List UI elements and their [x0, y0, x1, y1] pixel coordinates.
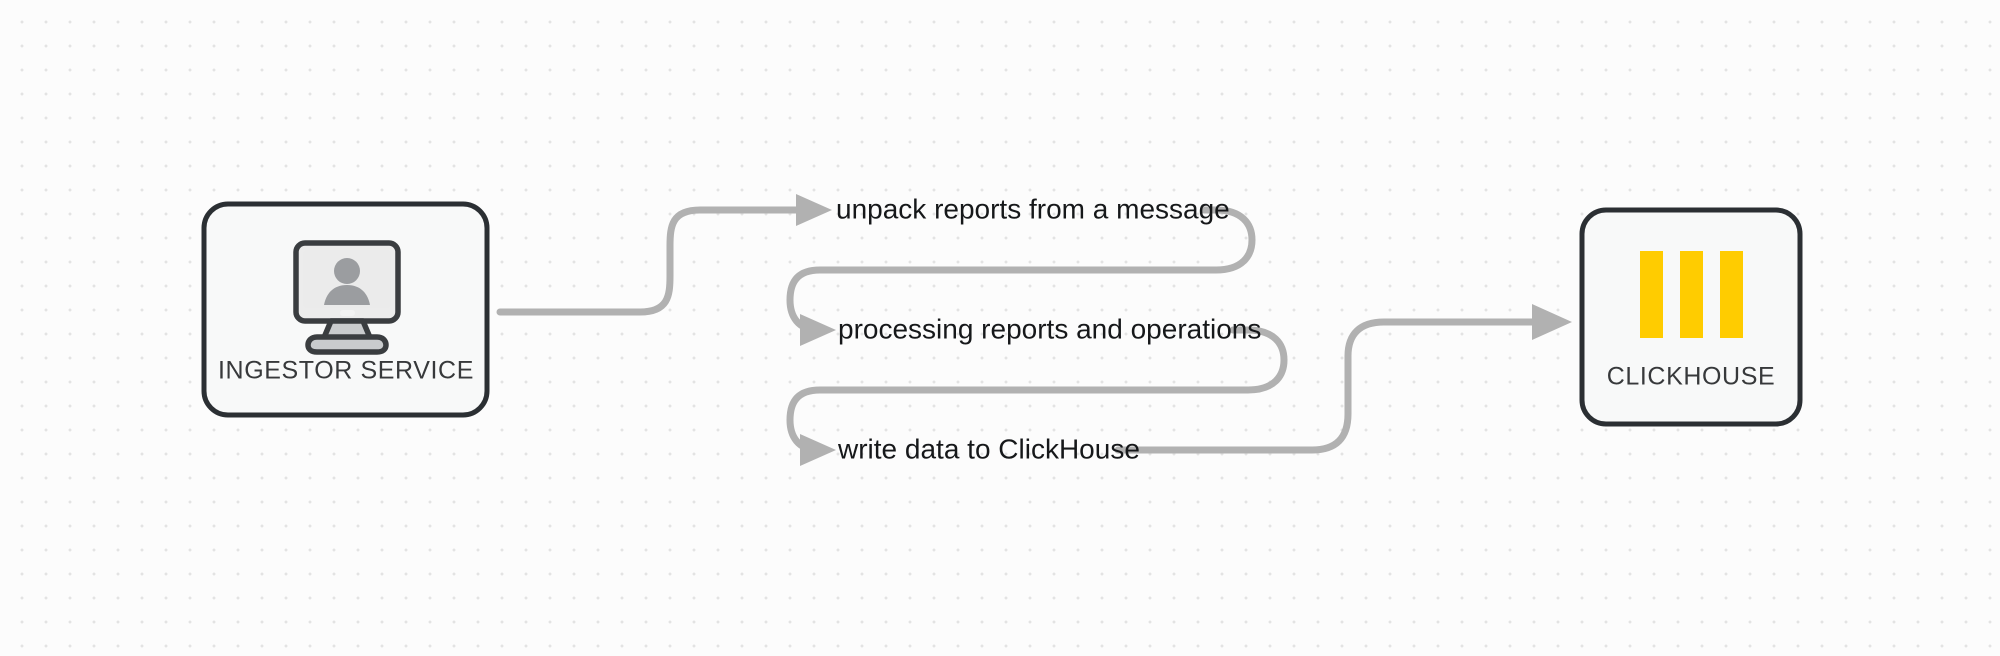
edge-unpack-path [496, 206, 800, 316]
clickhouse-node-label: CLICKHOUSE [1607, 363, 1776, 391]
node-ingestor-service[interactable]: INGESTOR SERVICE [201, 201, 490, 418]
clickhouse-bar-2 [1680, 251, 1703, 338]
edge-processing-arrowhead [800, 314, 836, 346]
edge-to-clickhouse-path [1114, 318, 1536, 454]
monitor-user-icon [293, 240, 401, 355]
clickhouse-bar-1 [1640, 251, 1663, 338]
edge-write-path [786, 326, 1288, 454]
edge-unpack[interactable] [496, 194, 832, 316]
edge-processing[interactable] [786, 206, 1256, 346]
edge-unpack-arrowhead [796, 194, 832, 226]
node-clickhouse[interactable]: CLICKHOUSE [1579, 207, 1803, 427]
ingestor-node-label: INGESTOR SERVICE [218, 357, 474, 385]
clickhouse-bars-icon [1640, 251, 1743, 338]
monitor-power-dot [340, 310, 355, 316]
edge-to-clickhouse[interactable] [1114, 304, 1572, 454]
edges-layer [496, 194, 1572, 466]
edge-label-processing: processing reports and operations [838, 313, 1261, 344]
user-silhouette-icon [324, 258, 370, 305]
edge-write[interactable] [786, 326, 1288, 466]
edge-processing-path [786, 206, 1256, 334]
edge-to-clickhouse-arrowhead [1532, 304, 1572, 340]
clickhouse-bar-3 [1720, 251, 1743, 338]
edge-label-write: write data to ClickHouse [837, 433, 1140, 464]
edge-label-unpack: unpack reports from a message [836, 193, 1230, 224]
monitor-base [305, 334, 389, 355]
edge-labels-layer: unpack reports from a message processing… [836, 193, 1261, 464]
edge-write-arrowhead [800, 434, 836, 466]
